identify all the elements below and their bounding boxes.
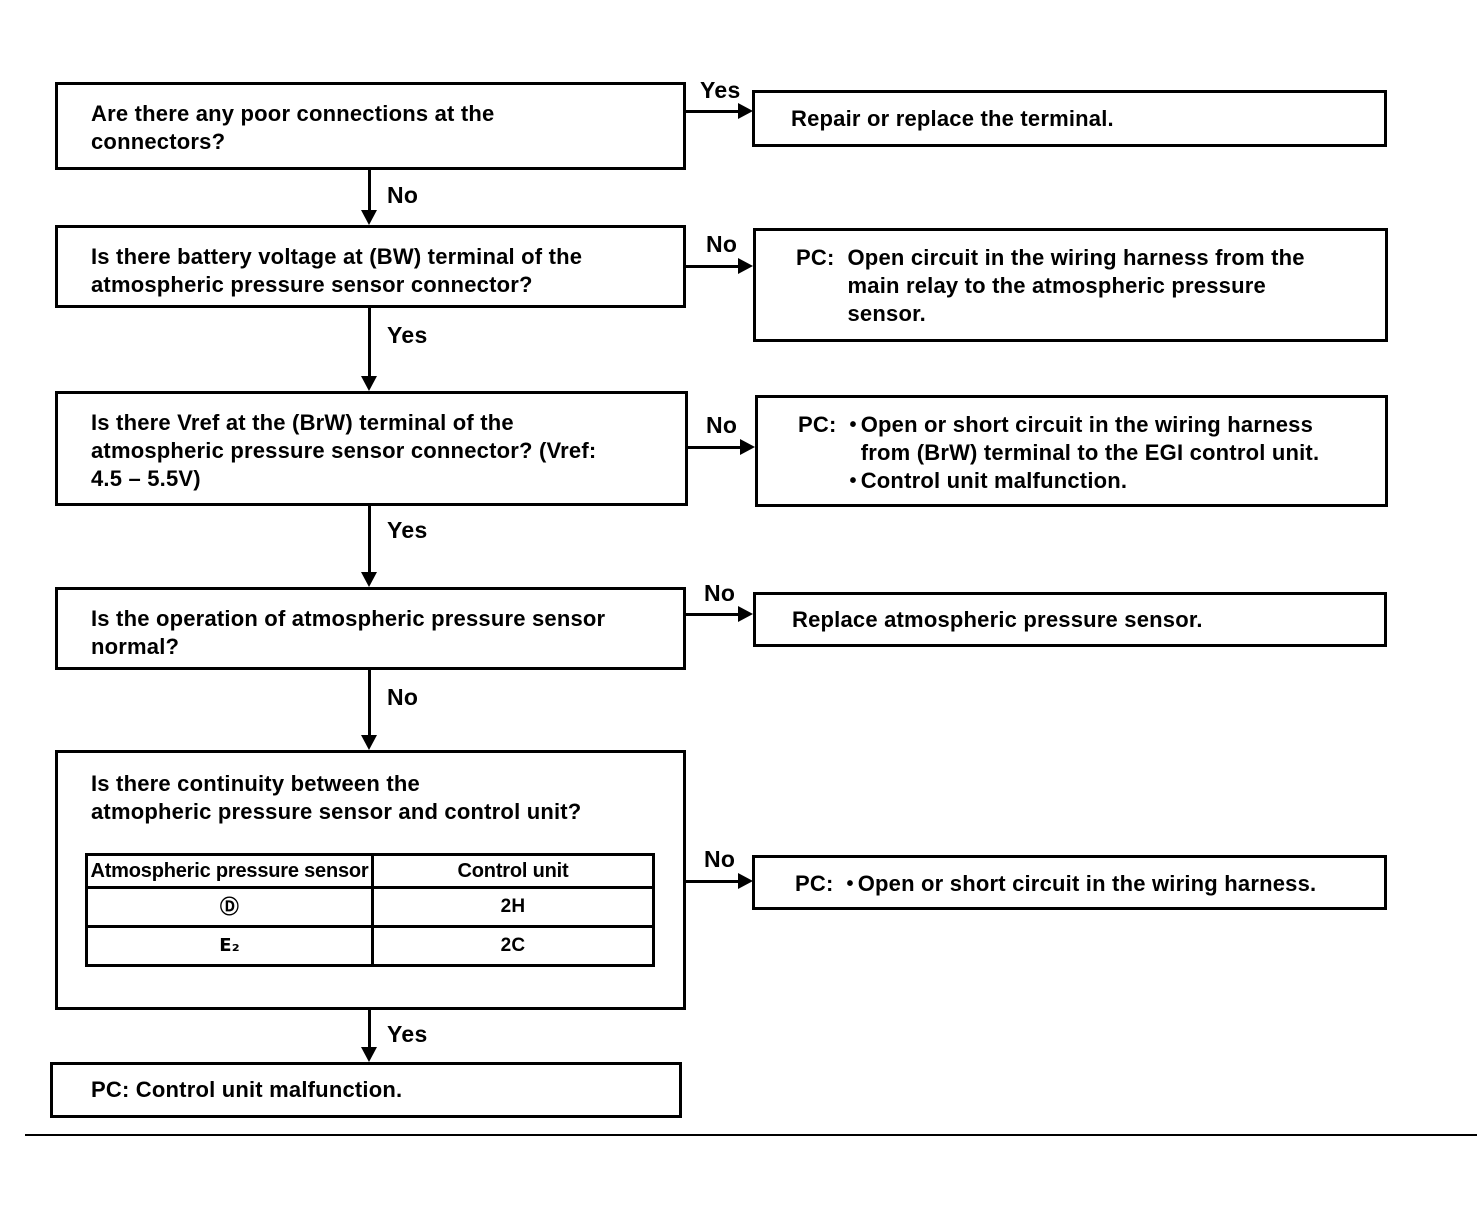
answer-text: Control unit malfunction. xyxy=(860,468,1128,493)
edge-label-no: No xyxy=(704,580,736,606)
answer-text: Open or short circuit in the wiring harn… xyxy=(860,412,1320,465)
edge-label-no: No xyxy=(387,182,419,208)
connector-line xyxy=(368,1010,371,1049)
table-header-control-unit: Control unit xyxy=(371,853,655,889)
control-unit-terminal-cell: 2H xyxy=(371,886,655,928)
result-box-control-unit-malfunction: PC: Control unit malfunction. xyxy=(50,1062,682,1118)
question-box-connections: Are there any poor connections at the co… xyxy=(55,82,686,170)
edge-label-yes: Yes xyxy=(387,517,428,543)
table-header-sensor: Atmospheric pressure sensor xyxy=(85,853,374,889)
connector-line xyxy=(688,446,741,449)
question-box-battery-voltage: Is there battery voltage at (BW) termina… xyxy=(55,225,686,308)
question-text: Is there continuity between the atmopher… xyxy=(91,771,582,824)
connector-line xyxy=(686,613,739,616)
question-text: Are there any poor connections at the co… xyxy=(91,101,495,154)
arrowhead-right-icon xyxy=(740,439,755,455)
page-divider xyxy=(25,1134,1477,1136)
edge-label-yes: Yes xyxy=(700,77,741,103)
edge-label-no: No xyxy=(387,684,419,710)
arrowhead-right-icon xyxy=(738,258,753,274)
answer-text: Open circuit in the wiring harness from … xyxy=(847,245,1305,326)
pc-prefix: PC: xyxy=(796,245,835,270)
arrowhead-down-icon xyxy=(361,1047,377,1062)
arrowhead-right-icon xyxy=(738,606,753,622)
edge-label-yes: Yes xyxy=(387,322,428,348)
bullet-icon: • xyxy=(849,470,857,492)
bullet-icon: • xyxy=(846,873,854,895)
answer-box-open-short-brw: PC: • Open or short circuit in the wirin… xyxy=(755,395,1388,507)
answer-text: Repair or replace the terminal. xyxy=(791,105,1114,131)
connector-line xyxy=(686,880,739,883)
question-text: Is there battery voltage at (BW) termina… xyxy=(91,244,583,297)
answer-box-repair-terminal: Repair or replace the terminal. xyxy=(752,90,1387,147)
bullet-icon: • xyxy=(849,414,857,436)
connector-line xyxy=(368,670,371,737)
connector-line xyxy=(686,265,739,268)
arrowhead-down-icon xyxy=(361,572,377,587)
table-row: Ⓓ 2H xyxy=(85,886,655,928)
question-text: Is the operation of atmospheric pressure… xyxy=(91,606,606,659)
arrowhead-down-icon xyxy=(361,735,377,750)
answer-text: Open or short circuit in the wiring harn… xyxy=(857,871,1317,896)
edge-label-yes: Yes xyxy=(387,1021,428,1047)
connector-line xyxy=(686,110,739,113)
table-row: E₂ 2C xyxy=(85,925,655,967)
pc-prefix: PC: xyxy=(795,871,834,896)
sensor-terminal-cell: E₂ xyxy=(85,925,374,967)
edge-label-no: No xyxy=(704,846,736,872)
answer-box-open-short-harness: PC: • Open or short circuit in the wirin… xyxy=(752,855,1387,910)
arrowhead-right-icon xyxy=(738,873,753,889)
question-box-vref: Is there Vref at the (BrW) terminal of t… xyxy=(55,391,688,506)
answer-box-open-circuit-main-relay: PC: Open circuit in the wiring harness f… xyxy=(753,228,1388,342)
bullet-line: • Open or short circuit in the wiring ha… xyxy=(847,870,1317,898)
answer-text: Replace atmospheric pressure sensor. xyxy=(792,606,1203,632)
continuity-table: Atmospheric pressure sensor Control unit… xyxy=(85,853,655,967)
bullet-line: • Control unit malfunction. xyxy=(850,467,1320,495)
arrowhead-down-icon xyxy=(361,376,377,391)
edge-label-no: No xyxy=(706,231,738,257)
bullet-line: • Open or short circuit in the wiring ha… xyxy=(850,411,1320,467)
control-unit-terminal-cell: 2C xyxy=(371,925,655,967)
edge-label-no: No xyxy=(706,412,738,438)
question-text: Is there Vref at the (BrW) terminal of t… xyxy=(91,410,597,491)
table-header-row: Atmospheric pressure sensor Control unit xyxy=(85,853,655,889)
connector-line xyxy=(368,308,371,378)
sensor-terminal-cell: Ⓓ xyxy=(85,886,374,928)
arrowhead-down-icon xyxy=(361,210,377,225)
arrowhead-right-icon xyxy=(738,103,753,119)
result-text: PC: Control unit malfunction. xyxy=(91,1077,403,1102)
connector-line xyxy=(368,170,371,212)
connector-line xyxy=(368,506,371,574)
pc-prefix: PC: xyxy=(798,412,837,437)
answer-box-replace-sensor: Replace atmospheric pressure sensor. xyxy=(753,592,1387,647)
question-box-sensor-operation: Is the operation of atmospheric pressure… xyxy=(55,587,686,670)
question-box-continuity: Is there continuity between the atmopher… xyxy=(55,750,686,1010)
